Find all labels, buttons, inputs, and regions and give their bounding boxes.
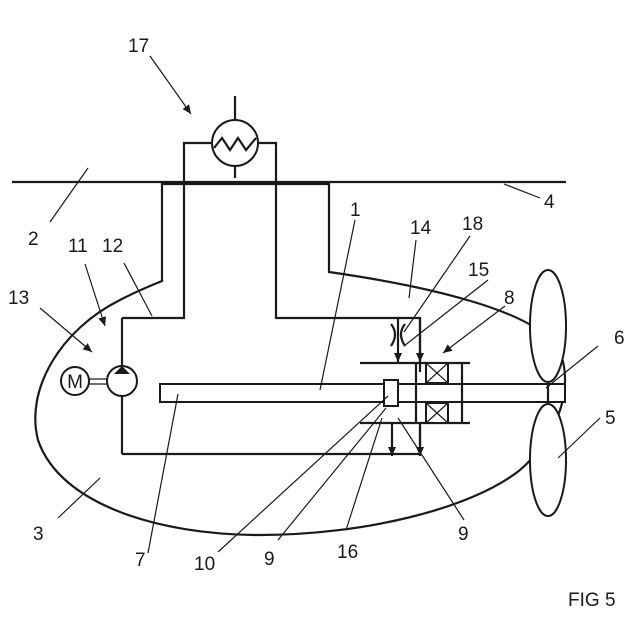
shaft bbox=[160, 384, 565, 402]
figure-label: FIG 5 bbox=[568, 590, 616, 611]
label-1: 1 bbox=[350, 200, 361, 221]
leader-arrow-8 bbox=[443, 306, 505, 353]
motor-icon: M bbox=[61, 367, 107, 395]
label-11: 11 bbox=[68, 236, 88, 257]
label-3: 3 bbox=[33, 524, 44, 545]
flow-line-inner bbox=[122, 184, 420, 372]
leader-lines bbox=[50, 168, 600, 553]
heat-exchanger-icon bbox=[212, 96, 258, 178]
pump-icon bbox=[107, 366, 137, 396]
label-10: 10 bbox=[194, 554, 215, 575]
label-4: 4 bbox=[544, 192, 555, 213]
leader-arrow-17 bbox=[150, 56, 191, 114]
label-2: 2 bbox=[28, 229, 39, 250]
label-15: 15 bbox=[468, 260, 489, 281]
label-8: 8 bbox=[504, 288, 515, 309]
label-14: 14 bbox=[410, 218, 432, 239]
label-18: 18 bbox=[462, 214, 483, 235]
label-7: 7 bbox=[135, 550, 146, 571]
label-16: 16 bbox=[337, 542, 358, 563]
leader-arrow-11 bbox=[85, 264, 105, 326]
label-17: 17 bbox=[128, 36, 149, 57]
label-6: 6 bbox=[614, 328, 625, 349]
label-5: 5 bbox=[605, 408, 616, 429]
label-12: 12 bbox=[102, 236, 123, 257]
label-9-left: 9 bbox=[264, 549, 275, 570]
label-9-right: 9 bbox=[458, 524, 469, 545]
leader-arrow-13 bbox=[40, 308, 92, 352]
label-13: 13 bbox=[8, 288, 29, 309]
motor-symbol: M bbox=[67, 372, 83, 393]
